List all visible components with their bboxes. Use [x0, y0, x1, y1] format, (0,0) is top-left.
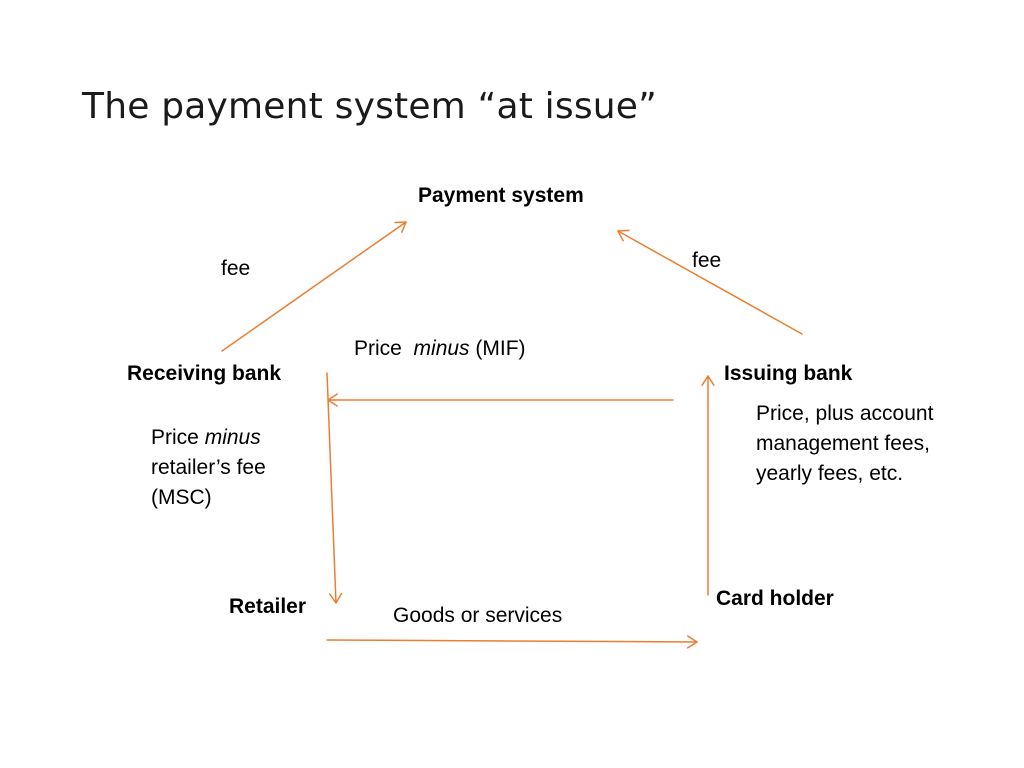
price-plus-line2: management fees, — [756, 432, 930, 455]
node-issuing-bank: Issuing bank — [724, 362, 853, 385]
arrow-issuing-to-receiving — [327, 393, 674, 407]
label-fee-right: fee — [692, 249, 722, 272]
arrow-issuing-to-payment — [617, 229, 803, 335]
label-price-minus-msc: Price minus retailer’s fee (MSC) — [151, 423, 266, 513]
price-msc-prefix: Price — [151, 426, 199, 449]
price-msc-line1: Price minus — [151, 423, 266, 453]
label-goods-or-services: Goods or services — [393, 604, 563, 627]
node-retailer: Retailer — [229, 595, 307, 618]
label-price-plus-fees: Price, plus account management fees, yea… — [756, 399, 933, 489]
node-payment-system: Payment system — [418, 184, 584, 207]
price-mif-emphasis: minus — [413, 337, 470, 360]
price-msc-emphasis: minus — [204, 426, 261, 449]
arrow-receiving-to-payment — [221, 221, 407, 352]
arrow-cardholder-to-issuing — [701, 375, 715, 596]
price-plus-line3: yearly fees, etc. — [756, 462, 904, 485]
arrow-retailer-to-cardholder — [326, 635, 698, 649]
label-fee-left: fee — [221, 257, 251, 280]
label-price-minus-mif: Price minus (MIF) — [354, 334, 526, 364]
node-receiving-bank: Receiving bank — [127, 362, 282, 385]
price-mif-suffix: (MIF) — [475, 337, 526, 360]
slide-title: The payment system “at issue” — [82, 86, 657, 127]
price-msc-line2: retailer’s fee — [151, 456, 266, 479]
node-card-holder: Card holder — [716, 587, 834, 610]
arrow-receiving-to-retailer — [326, 372, 343, 604]
price-msc-line3: (MSC) — [151, 486, 212, 509]
price-plus-line1: Price, plus account — [756, 402, 934, 425]
price-mif-prefix: Price — [354, 337, 402, 360]
